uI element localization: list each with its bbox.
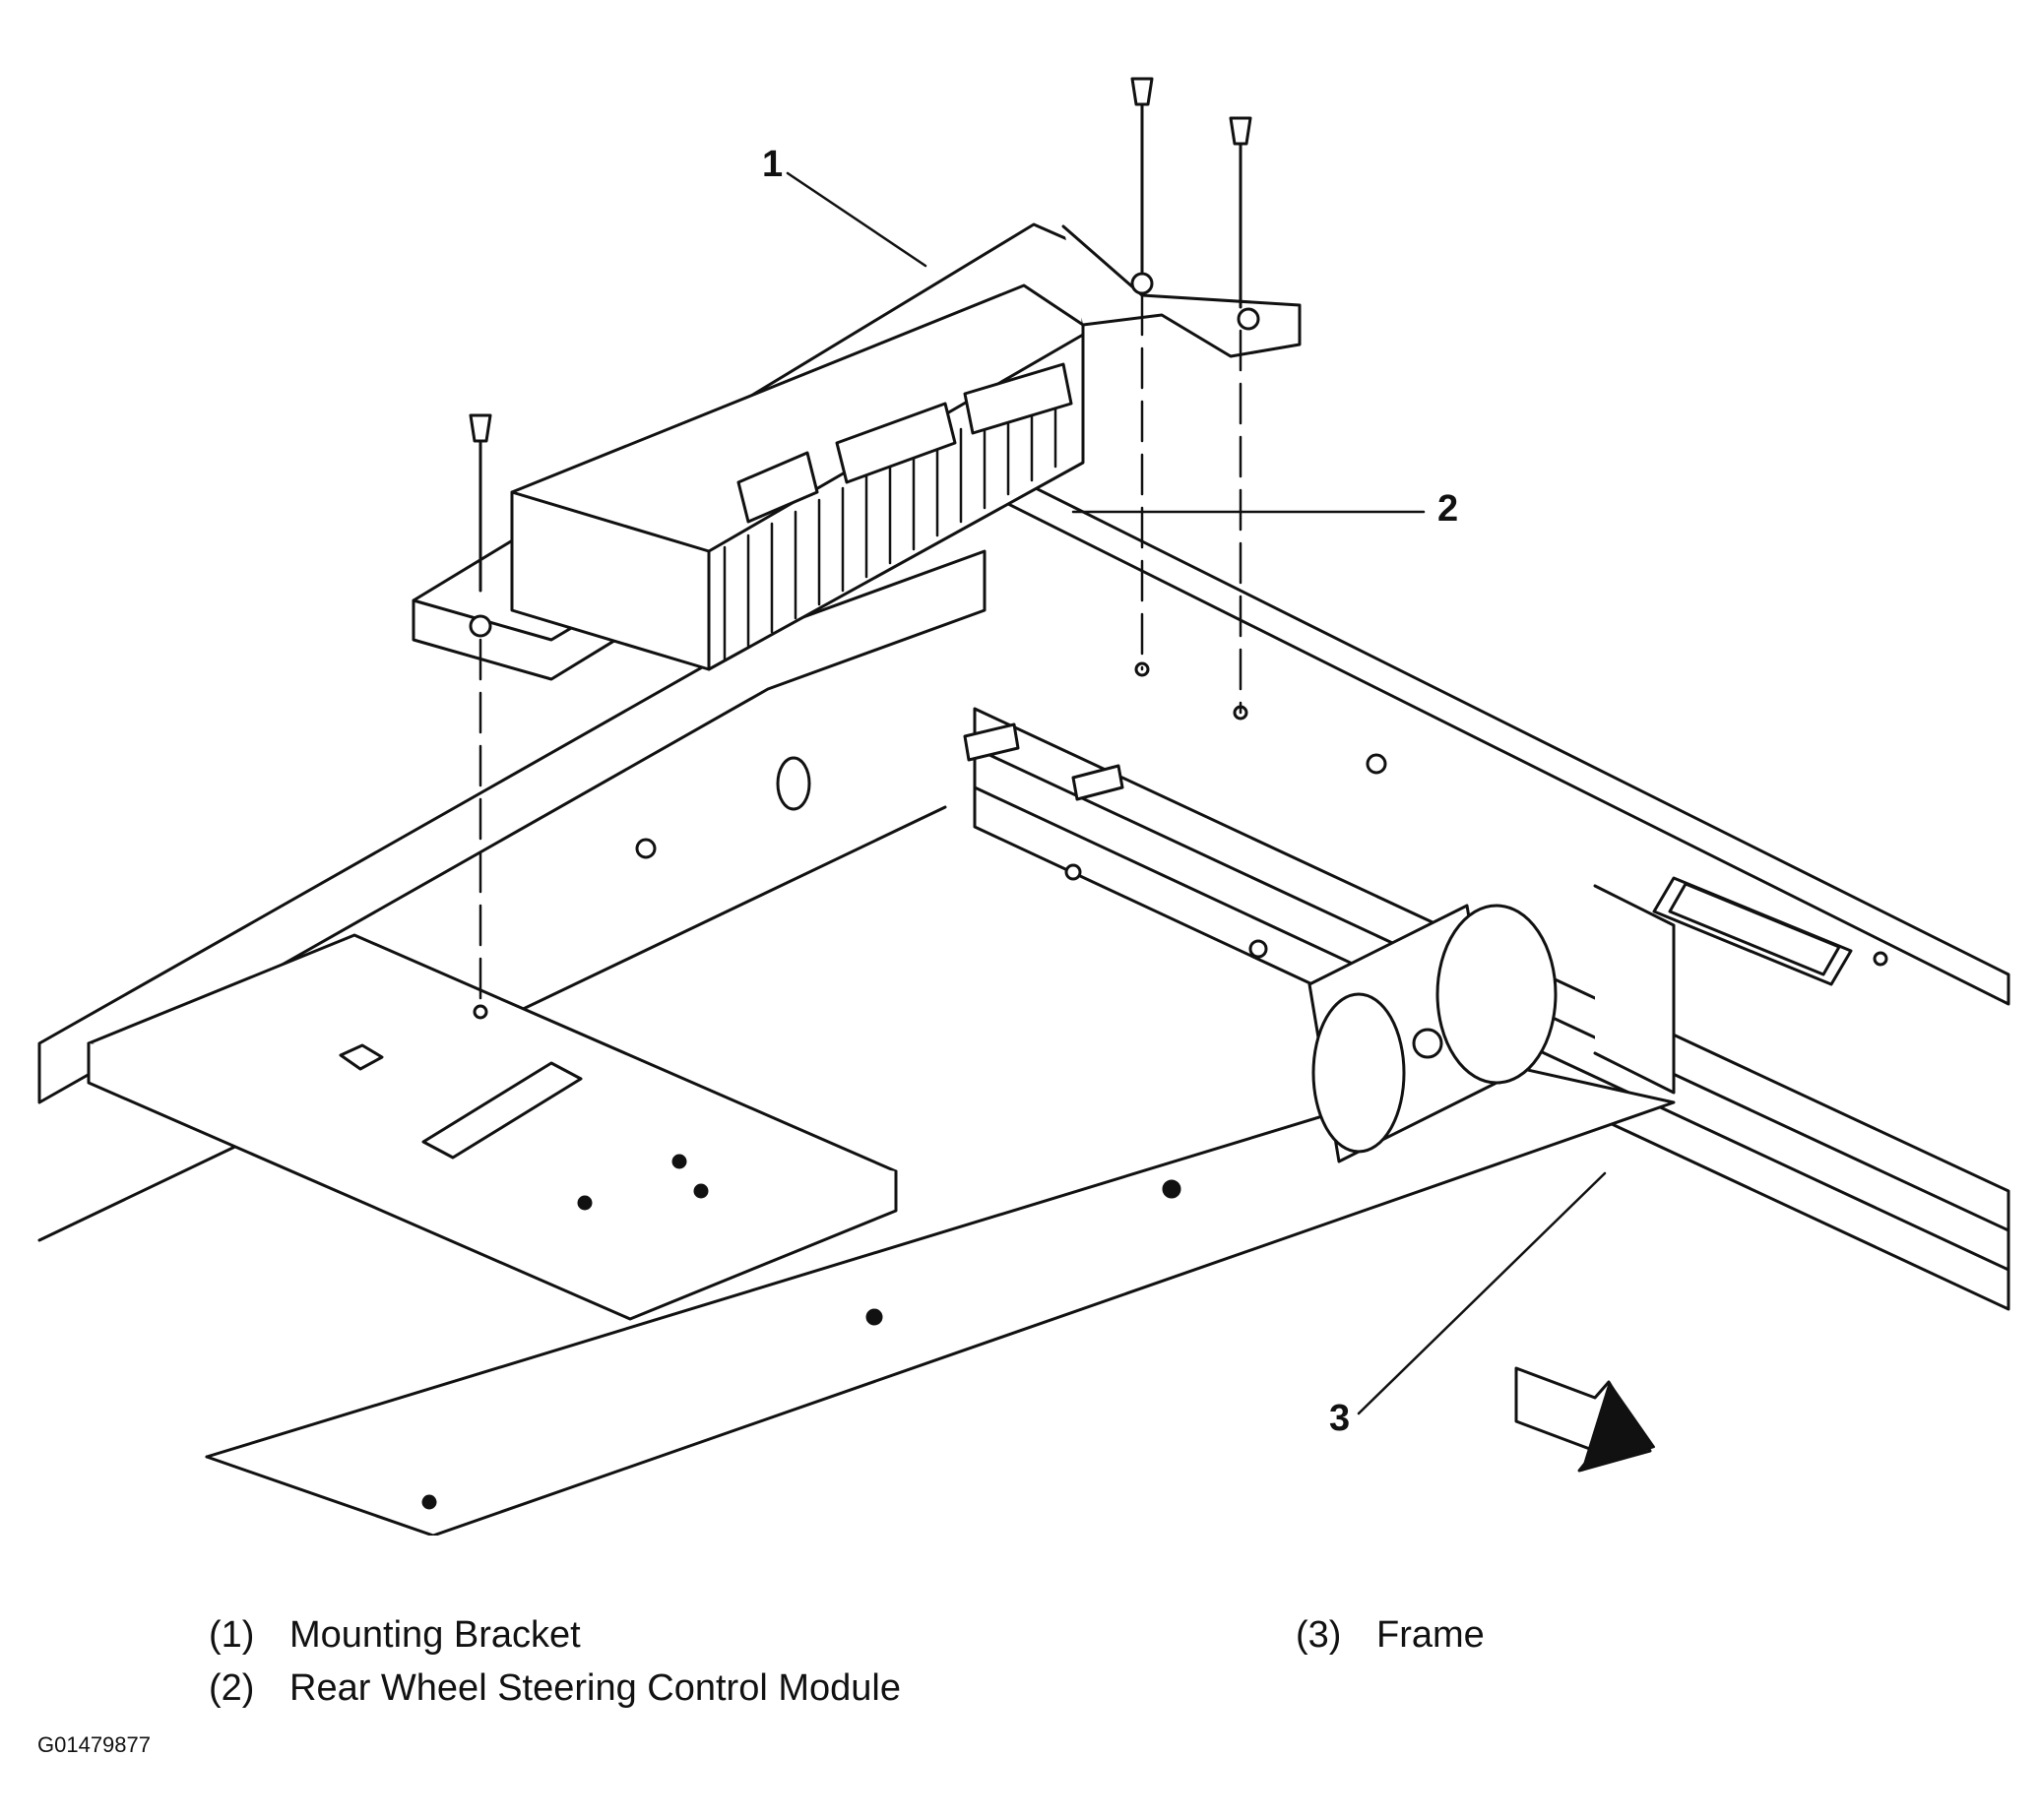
cross-plate <box>87 933 898 1321</box>
control-module <box>510 283 1124 801</box>
legend-text: Rear Wheel Steering Control Module <box>289 1667 901 1709</box>
bolt-right <box>1229 116 1252 721</box>
legend-item-2: (2) Rear Wheel Steering Control Module <box>209 1667 901 1710</box>
driveshaft <box>1307 884 1676 1163</box>
bolt-left <box>469 413 492 1020</box>
callout-3: 3 <box>1329 1398 1351 1439</box>
callout-1: 1 <box>762 144 784 185</box>
bolt-middle <box>1130 77 1154 677</box>
leader-lines <box>786 171 1607 1415</box>
installation-diagram <box>37 77 2010 1536</box>
legend-item-3: (3) Frame <box>1296 1614 1485 1657</box>
callout-2: 2 <box>1437 488 1459 530</box>
legend-item-1: (1) Mounting Bracket <box>209 1614 581 1657</box>
legend-number: (2) <box>209 1667 255 1709</box>
legend-text: Mounting Bracket <box>289 1614 581 1656</box>
figure-id: G01479877 <box>37 1732 151 1757</box>
legend-text: Frame <box>1376 1614 1485 1656</box>
bolts <box>469 77 1252 1020</box>
legend-number: (3) <box>1296 1614 1342 1656</box>
legend-number: (1) <box>209 1614 255 1656</box>
